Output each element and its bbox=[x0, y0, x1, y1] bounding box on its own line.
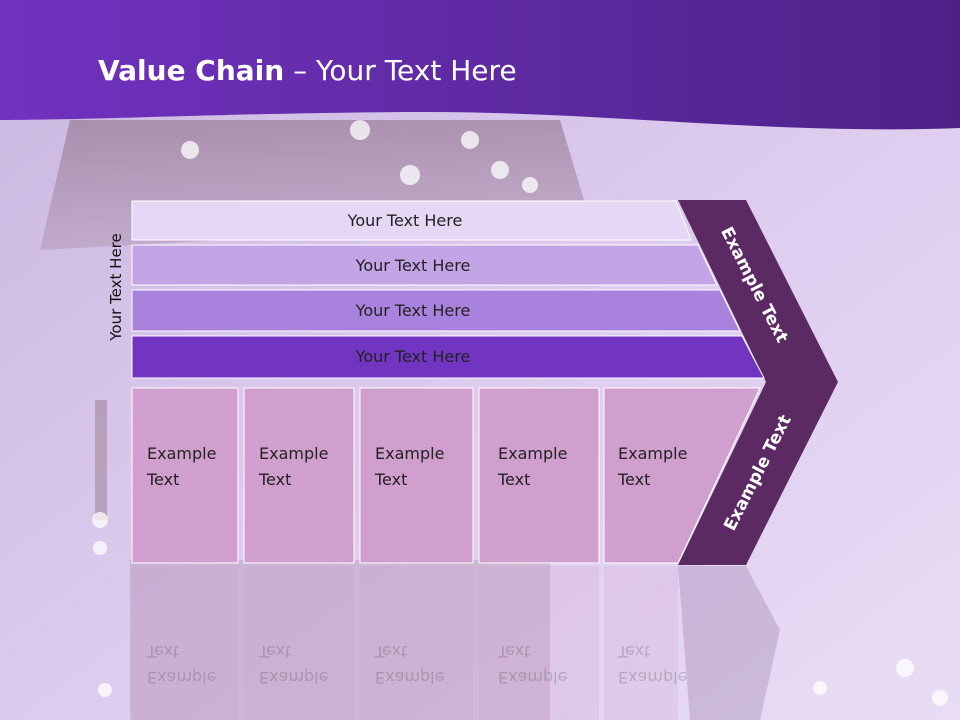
column-5-reflection: Example Text bbox=[604, 566, 688, 716]
column-text-line2: Text bbox=[375, 470, 408, 489]
slide-title-bold: Value Chain bbox=[98, 54, 285, 87]
reflection-line1: Example bbox=[498, 668, 568, 687]
column-3-reflection: Example Text bbox=[361, 566, 472, 716]
vertical-label: Your Text Here bbox=[107, 233, 125, 341]
band-2: Your Text Here bbox=[132, 246, 698, 285]
column-4-reflection: Example Text bbox=[484, 566, 598, 716]
column-text-line1: Example bbox=[147, 444, 217, 463]
band-label: Your Text Here bbox=[355, 347, 471, 366]
band-4: Your Text Here bbox=[132, 337, 698, 376]
reflection-line2: Text bbox=[618, 642, 651, 661]
column-text-line2: Text bbox=[498, 470, 531, 489]
reflection-line2: Text bbox=[498, 642, 531, 661]
column-5: Example Text bbox=[604, 388, 714, 563]
column-text-line1: Example bbox=[618, 444, 688, 463]
slide-title-rest: – Your Text Here bbox=[284, 54, 517, 87]
reflection-line1: Example bbox=[259, 668, 329, 687]
reflection-line2: Text bbox=[147, 642, 180, 661]
band-label: Your Text Here bbox=[355, 256, 471, 275]
column-text-line2: Text bbox=[618, 470, 651, 489]
reflection-line2: Text bbox=[259, 642, 292, 661]
column-text-line2: Text bbox=[147, 470, 180, 489]
column-1-reflection: Example Text bbox=[133, 566, 238, 716]
column-text-line1: Example bbox=[375, 444, 445, 463]
slide-title: Value Chain – Your Text Here bbox=[98, 54, 517, 87]
reflection-line1: Example bbox=[618, 668, 688, 687]
column-2: Example Text bbox=[245, 388, 353, 563]
band-3: Your Text Here bbox=[132, 291, 698, 330]
reflection-line1: Example bbox=[375, 668, 445, 687]
band-1: Your Text Here bbox=[132, 201, 682, 240]
column-text-line1: Example bbox=[259, 444, 329, 463]
band-label: Your Text Here bbox=[347, 211, 463, 230]
reflection-line2: Text bbox=[375, 642, 408, 661]
column-4: Example Text bbox=[484, 388, 598, 563]
column-3: Example Text bbox=[361, 388, 472, 563]
band-label: Your Text Here bbox=[355, 301, 471, 320]
column-2-reflection: Example Text bbox=[245, 566, 353, 716]
column-text-line1: Example bbox=[498, 444, 568, 463]
reflection-line1: Example bbox=[147, 668, 217, 687]
column-1: Example Text bbox=[133, 388, 238, 563]
column-text-line2: Text bbox=[259, 470, 292, 489]
